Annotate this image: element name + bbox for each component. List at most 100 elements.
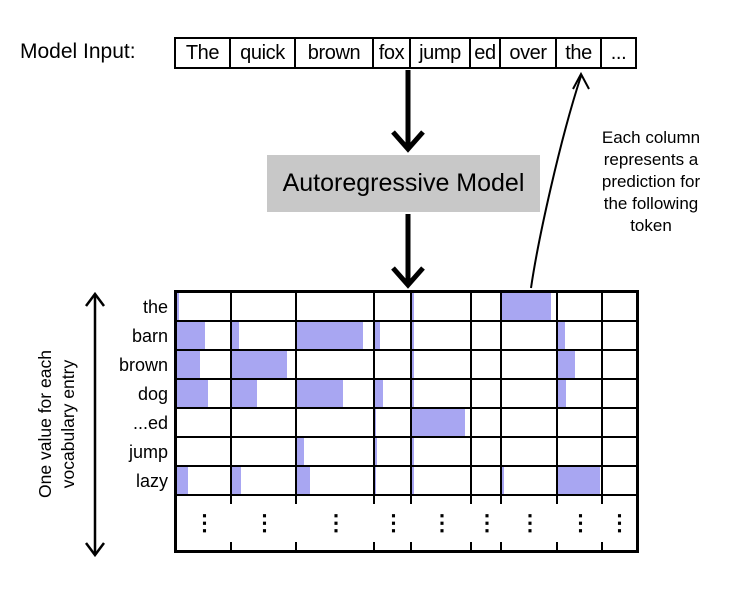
grid-cell <box>603 351 636 378</box>
vocab-axis-label-line: One value for each <box>35 350 55 498</box>
grid-cell <box>232 293 297 320</box>
token-cell: ed <box>471 39 501 67</box>
grid-row <box>177 322 636 351</box>
vocab-row-label: dog <box>137 384 168 404</box>
grid-cell <box>177 293 232 320</box>
grid-cell <box>603 380 636 407</box>
token-cell: brown <box>296 39 374 67</box>
grid-cell <box>177 351 232 378</box>
grid-row <box>177 380 636 409</box>
vertical-ellipsis-icon: ⋮ <box>476 510 498 535</box>
grid-cell-fill <box>177 467 188 494</box>
grid-cell <box>472 293 502 320</box>
token-cell: ... <box>610 41 627 64</box>
grid-cell-fill <box>558 380 567 407</box>
grid-cell-fill <box>232 467 242 494</box>
grid-cell-fill <box>502 467 505 494</box>
grid-cell <box>297 438 375 465</box>
annotation-line: Each column <box>601 128 701 147</box>
vocab-row-label: ...ed <box>132 413 168 433</box>
vocab-row-label: lazy <box>135 471 168 491</box>
token-cell: fox <box>374 39 411 67</box>
token-cell: The <box>176 39 231 67</box>
grid-cell <box>472 467 502 494</box>
grid-cell <box>375 380 412 407</box>
grid-cell-fill <box>177 293 180 320</box>
grid-ellipsis-cell: ⋮ <box>297 496 375 550</box>
grid-ellipsis-cell: ⋮ <box>502 496 558 550</box>
autoregressive-model-box-label: Autoregressive Model <box>282 169 525 197</box>
vertical-ellipsis-icon: ⋮ <box>608 510 631 535</box>
grid-cell <box>502 351 558 378</box>
grid-cell <box>502 438 558 465</box>
grid-ellipsis-cell: ⋮ <box>177 496 232 550</box>
token-cell: jump <box>411 39 471 67</box>
grid-row <box>177 467 636 496</box>
grid-cell-fill <box>412 438 414 465</box>
grid-cell <box>297 293 375 320</box>
grid-cell <box>177 409 232 436</box>
autoregressive-model-box: Autoregressive Model <box>267 155 540 212</box>
grid-ellipsis-cell: ⋮ <box>375 496 412 550</box>
vocab-row-label: barn <box>131 326 168 346</box>
vertical-ellipsis-icon: ⋮ <box>253 510 276 535</box>
grid-cell-fill <box>232 322 239 349</box>
grid-cell-fill <box>502 293 552 320</box>
grid-cell <box>232 351 297 378</box>
vocab-row-label: jump <box>128 442 168 462</box>
grid-cell <box>502 409 558 436</box>
annotation-line: prediction for <box>601 172 701 191</box>
grid-cell <box>177 380 232 407</box>
grid-cell <box>502 293 558 320</box>
grid-cell <box>603 409 636 436</box>
grid-cell <box>297 322 375 349</box>
grid-cell <box>232 467 297 494</box>
token-cell: quick <box>231 39 296 67</box>
grid-cell <box>558 293 603 320</box>
token-cell: the <box>557 39 602 67</box>
vertical-ellipsis-icon: ⋮ <box>325 510 347 535</box>
grid-cell-fill <box>375 322 380 349</box>
grid-ellipsis-cell: ⋮ <box>472 496 502 550</box>
grid-cell-fill <box>375 409 377 436</box>
prediction-grid: ⋮ ⋮ ⋮ ⋮ ⋮ ⋮ ⋮ ⋮ ⋮ <box>174 290 639 553</box>
grid-ellipsis-cell: ⋮ <box>603 496 636 550</box>
grid-cell <box>412 467 472 494</box>
grid-ellipsis-row: ⋮ ⋮ ⋮ ⋮ ⋮ ⋮ ⋮ ⋮ ⋮ <box>177 496 636 550</box>
grid-ellipsis-cell: ⋮ <box>232 496 297 550</box>
grid-cell <box>177 322 232 349</box>
grid-cell-fill <box>412 467 415 494</box>
grid-cell-fill <box>375 380 384 407</box>
grid-cell-fill <box>412 380 414 407</box>
vertical-ellipsis-icon: ⋮ <box>431 510 453 535</box>
grid-cell <box>558 438 603 465</box>
annotation-line: the following <box>603 194 699 213</box>
grid-cell <box>297 467 375 494</box>
grid-cell <box>412 351 472 378</box>
grid-cell <box>502 380 558 407</box>
vertical-ellipsis-icon: ⋮ <box>193 510 216 535</box>
vertical-ellipsis-icon: ⋮ <box>519 510 541 535</box>
grid-cell-fill <box>412 322 414 349</box>
grid-cell-fill <box>412 409 466 436</box>
grid-cell <box>472 438 502 465</box>
vertical-ellipsis-icon: ⋮ <box>382 510 405 535</box>
grid-cell <box>502 467 558 494</box>
grid-row <box>177 438 636 467</box>
grid-cell-fill <box>297 380 344 407</box>
arrow-model-to-grid-head <box>391 266 425 289</box>
vertical-ellipsis-icon: ⋮ <box>569 510 592 535</box>
grid-cell <box>375 351 412 378</box>
model-input-label: Model Input: <box>20 40 136 63</box>
grid-cell <box>558 467 603 494</box>
grid-cell <box>232 380 297 407</box>
grid-cell <box>603 293 636 320</box>
token-cell: over <box>501 39 557 67</box>
grid-cell-fill <box>177 380 208 407</box>
grid-cell <box>502 322 558 349</box>
grid-cell <box>297 409 375 436</box>
grid-cell-fill <box>297 322 364 349</box>
grid-cell <box>412 380 472 407</box>
